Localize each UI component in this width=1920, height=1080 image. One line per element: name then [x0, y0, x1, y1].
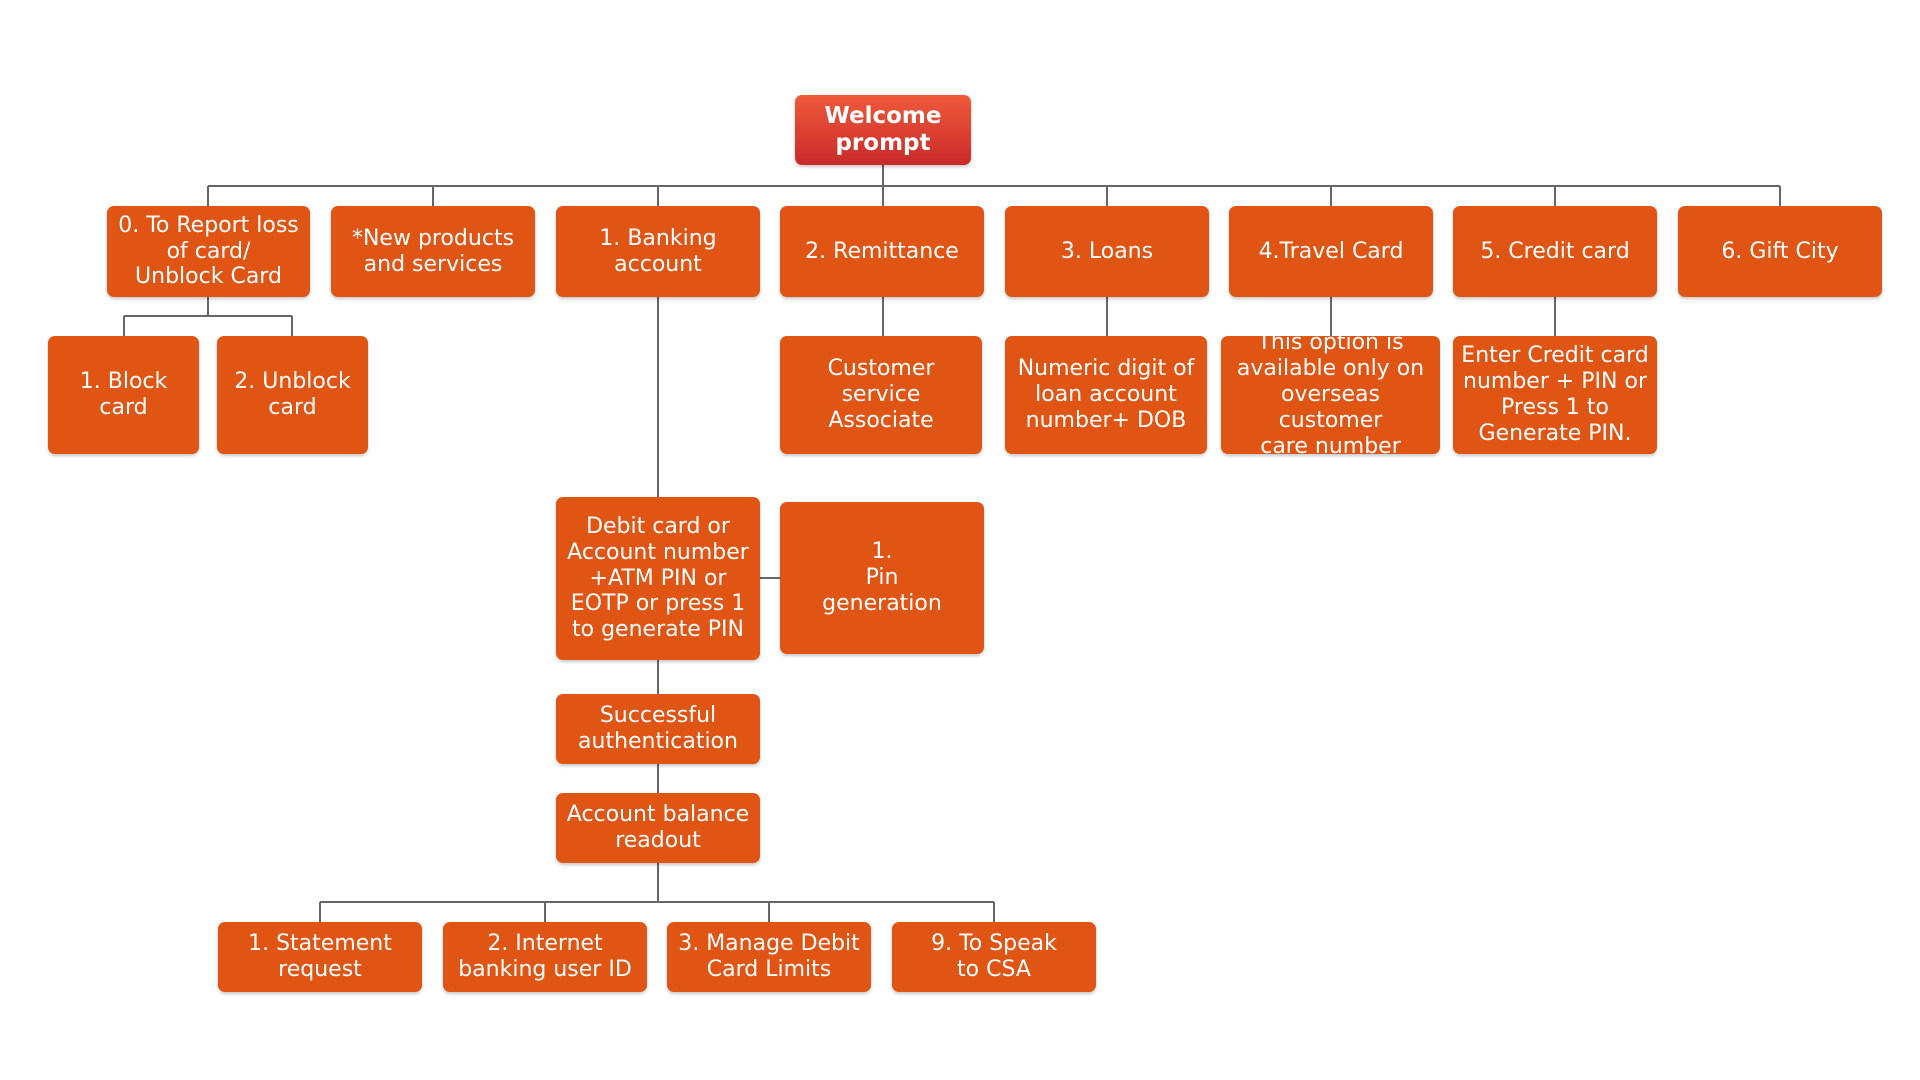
loans-node: 3. Loans	[1005, 206, 1209, 297]
report-loss-node: 0. To Report loss of card/ Unblock Card	[107, 206, 310, 297]
banking-auth-node: Debit card or Account number +ATM PIN or…	[556, 497, 760, 660]
banking-account-node: 1. Banking account	[556, 206, 760, 297]
statement-request-node: 1. Statement request	[218, 922, 422, 992]
speak-to-csa-node: 9. To Speak to CSA	[892, 922, 1096, 992]
block-card-node: 1. Block card	[48, 336, 199, 454]
internet-banking-node: 2. Internet banking user ID	[443, 922, 647, 992]
manage-debit-limits-node: 3. Manage Debit Card Limits	[667, 922, 871, 992]
remittance-node: 2. Remittance	[780, 206, 984, 297]
successful-auth-node: Successful authentication	[556, 694, 760, 764]
welcome-prompt-node: Welcome prompt	[795, 95, 971, 165]
customer-service-node: Customer service Associate	[780, 336, 982, 454]
unblock-card-node: 2. Unblock card	[217, 336, 368, 454]
new-products-node: *New products and services	[331, 206, 535, 297]
pin-generation-node: 1. Pin generation	[780, 502, 984, 654]
gift-city-node: 6. Gift City	[1678, 206, 1882, 297]
credit-card-auth-node: Enter Credit card number + PIN or Press …	[1453, 336, 1657, 454]
travel-card-node: 4.Travel Card	[1229, 206, 1433, 297]
loan-auth-node: Numeric digit of loan account number+ DO…	[1005, 336, 1207, 454]
travel-card-info-node: This option is available only on oversea…	[1221, 330, 1440, 459]
credit-card-node: 5. Credit card	[1453, 206, 1657, 297]
account-balance-node: Account balance readout	[556, 793, 760, 863]
